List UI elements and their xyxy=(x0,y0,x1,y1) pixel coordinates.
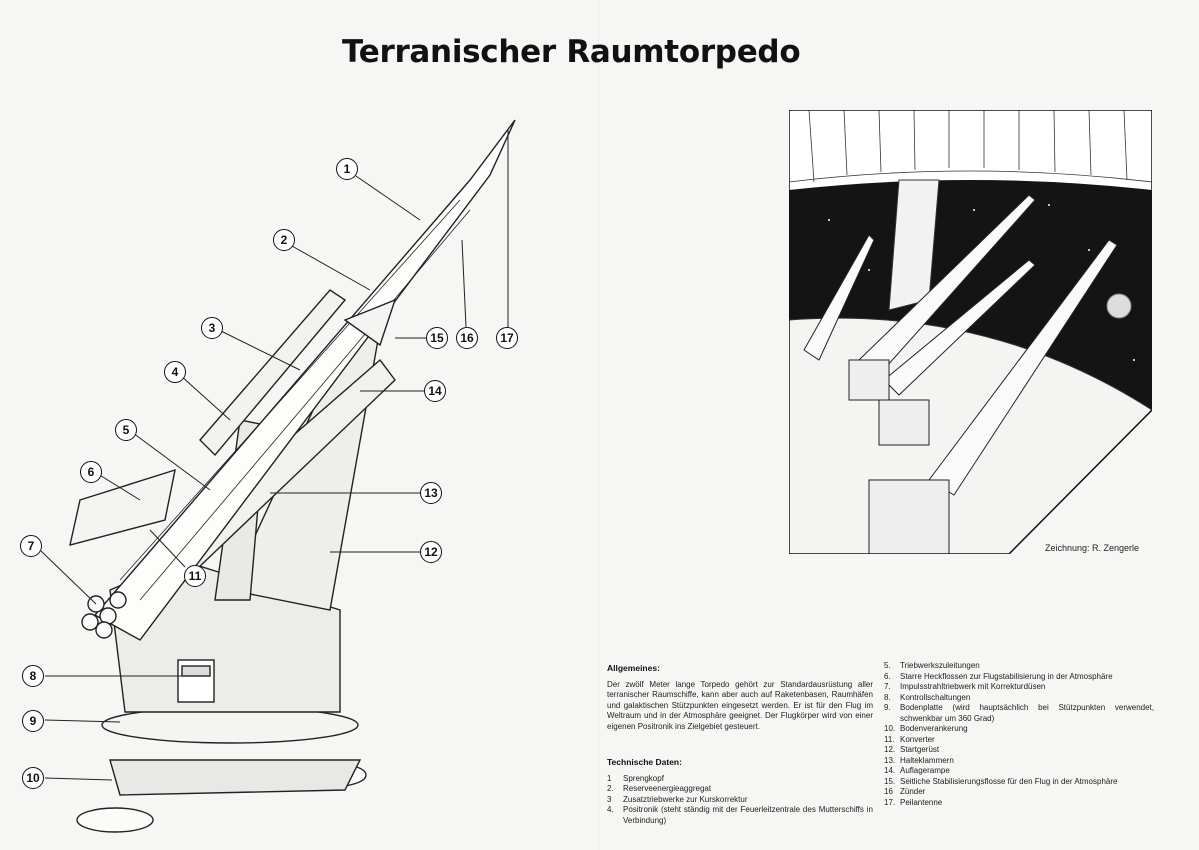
callout-2: 2 xyxy=(273,229,295,251)
callout-1: 1 xyxy=(336,158,358,180)
list-item: 2.Reserveenergieaggregat xyxy=(607,784,712,793)
space-window xyxy=(789,180,1152,410)
technical-heading: Technische Daten: xyxy=(607,757,682,767)
moon xyxy=(1106,293,1132,319)
list-item: 9.Bodenplatte (wird hauptsächlich bei St… xyxy=(884,703,1154,723)
callout-16: 16 xyxy=(456,327,478,349)
list-item: 10.Bodenverankerung xyxy=(884,724,968,733)
callout-10: 10 xyxy=(22,767,44,789)
callout-6: 6 xyxy=(80,461,102,483)
list-item: 14.Auflagerampe xyxy=(884,766,950,775)
page-title: Terranischer Raumtorpedo xyxy=(342,34,801,70)
callout-13: 13 xyxy=(420,482,442,504)
list-item: 6.Starre Heckflossen zur Flugstabilisier… xyxy=(884,671,1113,681)
general-text: Der zwölf Meter lange Torpedo gehört zur… xyxy=(607,679,873,731)
callout-8: 8 xyxy=(22,665,44,687)
list-item: 5.Triebwerkszuleitungen xyxy=(884,661,980,670)
technical-list-continued: 5.Triebwerkszuleitungen 6.Starre Heckflo… xyxy=(884,661,1154,808)
stars xyxy=(828,204,1135,361)
ground-anchor-foot xyxy=(76,807,154,833)
side-fin xyxy=(343,298,397,347)
list-item: 7.Impulsstrahltriebwerk mit Korrekturdüs… xyxy=(884,682,1046,691)
torpedo-cutaway-diagram xyxy=(40,119,516,833)
torpedo-body xyxy=(93,119,516,641)
callout-5: 5 xyxy=(115,419,137,441)
callout-15: 15 xyxy=(426,327,448,349)
callout-3: 3 xyxy=(201,317,223,339)
illustration-credit: Zeichnung: R. Zengerle xyxy=(1045,543,1140,553)
general-section: Allgemeines: Der zwölf Meter lange Torpe… xyxy=(607,663,873,732)
list-item: 4.Positronik (steht ständig mit der Feue… xyxy=(607,805,873,825)
torpedo-launchers xyxy=(803,194,1118,554)
callout-7: 7 xyxy=(20,535,42,557)
dome-ceiling xyxy=(789,110,1152,183)
list-item: 15.Seitliche Stabilisierungsflosse für d… xyxy=(884,776,1118,786)
general-heading: Allgemeines: xyxy=(607,663,660,673)
list-item: 17.Peilantenne xyxy=(884,797,943,807)
callout-17: 17 xyxy=(496,327,518,349)
callout-9: 9 xyxy=(22,710,44,732)
tail-fin xyxy=(69,468,176,546)
callout-4: 4 xyxy=(164,361,186,383)
side-booster xyxy=(199,289,347,457)
list-item: 13.Halteklammern xyxy=(884,755,954,765)
callout-11: 11 xyxy=(184,565,206,587)
list-item: 12.Startgerüst xyxy=(884,745,940,754)
list-item: 8.Kontrollschaltungen xyxy=(884,692,971,702)
list-item: 11.Konverter xyxy=(884,734,935,744)
launch-bay-illustration xyxy=(789,110,1152,554)
page-fold xyxy=(598,0,599,850)
callout-14: 14 xyxy=(424,380,446,402)
ground-anchor xyxy=(109,759,362,796)
callout-12: 12 xyxy=(420,541,442,563)
